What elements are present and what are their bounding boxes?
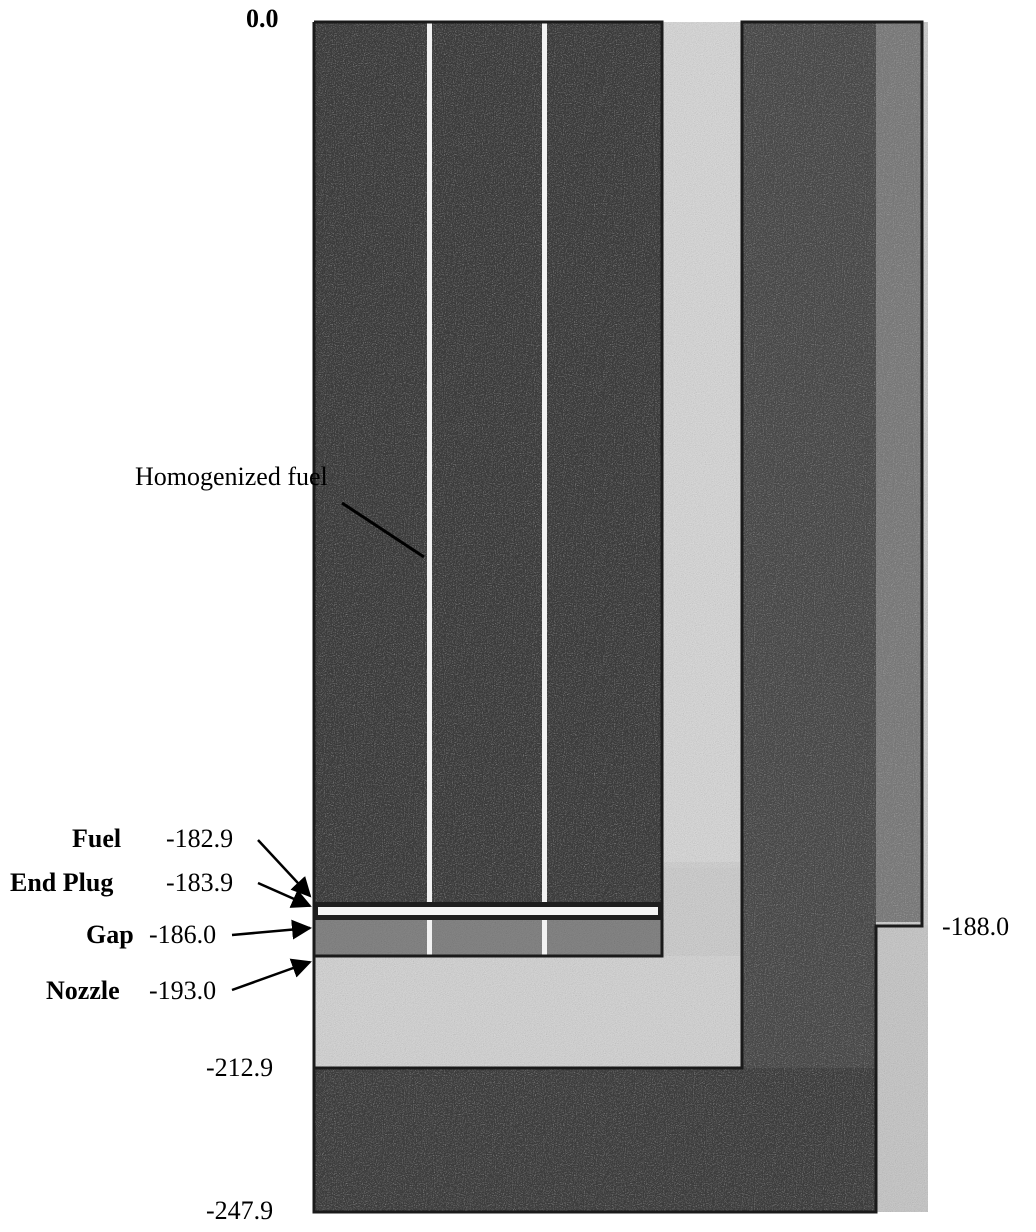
top-level-label: 0.0	[246, 4, 279, 33]
fuel-block-outline	[314, 20, 664, 958]
right-reflector-upper-inner	[870, 22, 922, 922]
bottom-level-label: -247.9	[206, 1196, 274, 1225]
end-plug-arrow	[257, 881, 312, 908]
fuel-column-1	[314, 22, 428, 902]
gap-arrow	[231, 919, 312, 940]
callout-end-plug-value: -183.9	[166, 868, 234, 897]
fuel-separator-1	[427, 22, 432, 956]
homogenized-fuel-label: Homogenized fuel	[135, 462, 328, 491]
right-step-level-label: -188.0	[942, 912, 1010, 941]
callout-nozzle-name: Nozzle	[46, 976, 120, 1005]
right-dark-column	[742, 22, 876, 1212]
fuel-column-2	[431, 22, 543, 902]
gap-region	[314, 920, 662, 956]
right-step-region	[876, 926, 928, 1212]
homogenized-fuel-arrow	[341, 501, 425, 559]
callout-gap-value: -186.0	[149, 920, 217, 949]
level-212-label: -212.9	[206, 1053, 274, 1082]
light-channel	[662, 22, 742, 862]
nozzle-upper	[314, 956, 742, 1068]
callout-gap-name: Gap	[86, 920, 134, 949]
nozzle-arrow	[231, 958, 312, 992]
assembly-outline	[312, 20, 924, 1214]
callout-fuel-value: -182.9	[166, 824, 234, 853]
callout-fuel-name: Fuel	[72, 824, 122, 853]
callout-nozzle-value: -193.0	[149, 976, 217, 1005]
fuel-column-3	[546, 22, 662, 902]
fuel-separator-2	[542, 22, 547, 956]
callout-end-plug-name: End Plug	[10, 868, 114, 897]
end-plug-band-light	[318, 907, 658, 915]
fuel-arrow	[257, 839, 312, 898]
bottom-block	[314, 1068, 876, 1212]
